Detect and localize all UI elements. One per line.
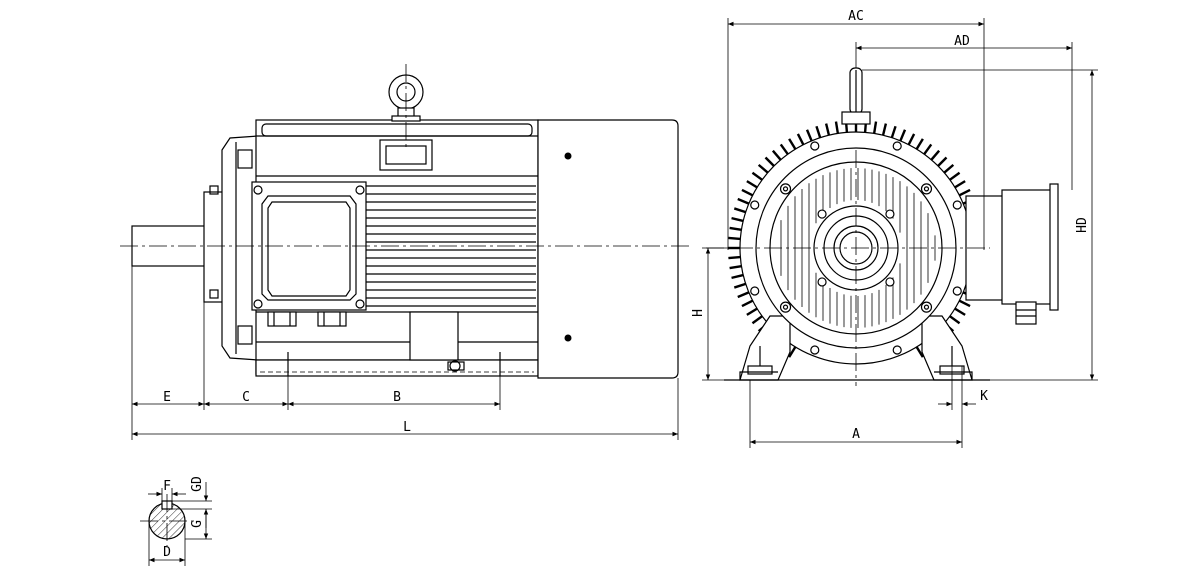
label-e: E — [163, 390, 171, 405]
label-c: C — [242, 390, 250, 405]
label-ac: AC — [848, 9, 864, 24]
foot-base — [255, 359, 539, 377]
shaft-section: F GD G D — [140, 476, 212, 566]
end-shield-bolts — [750, 141, 962, 355]
label-gd: GD — [190, 476, 205, 492]
lifting-eye-front — [841, 67, 871, 125]
label-l: L — [403, 420, 411, 435]
label-d: D — [163, 545, 171, 560]
front-view: AC AD HD H K A — [691, 9, 1098, 448]
label-f: F — [163, 479, 171, 494]
label-hd: HD — [1075, 217, 1090, 233]
fan-cover — [537, 119, 679, 379]
side-view: E C B L — [120, 64, 692, 440]
lifting-eye — [388, 74, 424, 122]
label-g: G — [190, 520, 205, 528]
front-feet — [724, 315, 990, 381]
label-a: A — [852, 427, 860, 442]
label-k: K — [980, 389, 988, 404]
bearing-cap — [203, 191, 225, 303]
terminal-box-front — [965, 183, 1059, 325]
label-ad: AD — [954, 34, 970, 49]
label-h: H — [691, 309, 706, 317]
label-b: B — [393, 390, 401, 405]
cooling-fins-side — [366, 185, 536, 307]
